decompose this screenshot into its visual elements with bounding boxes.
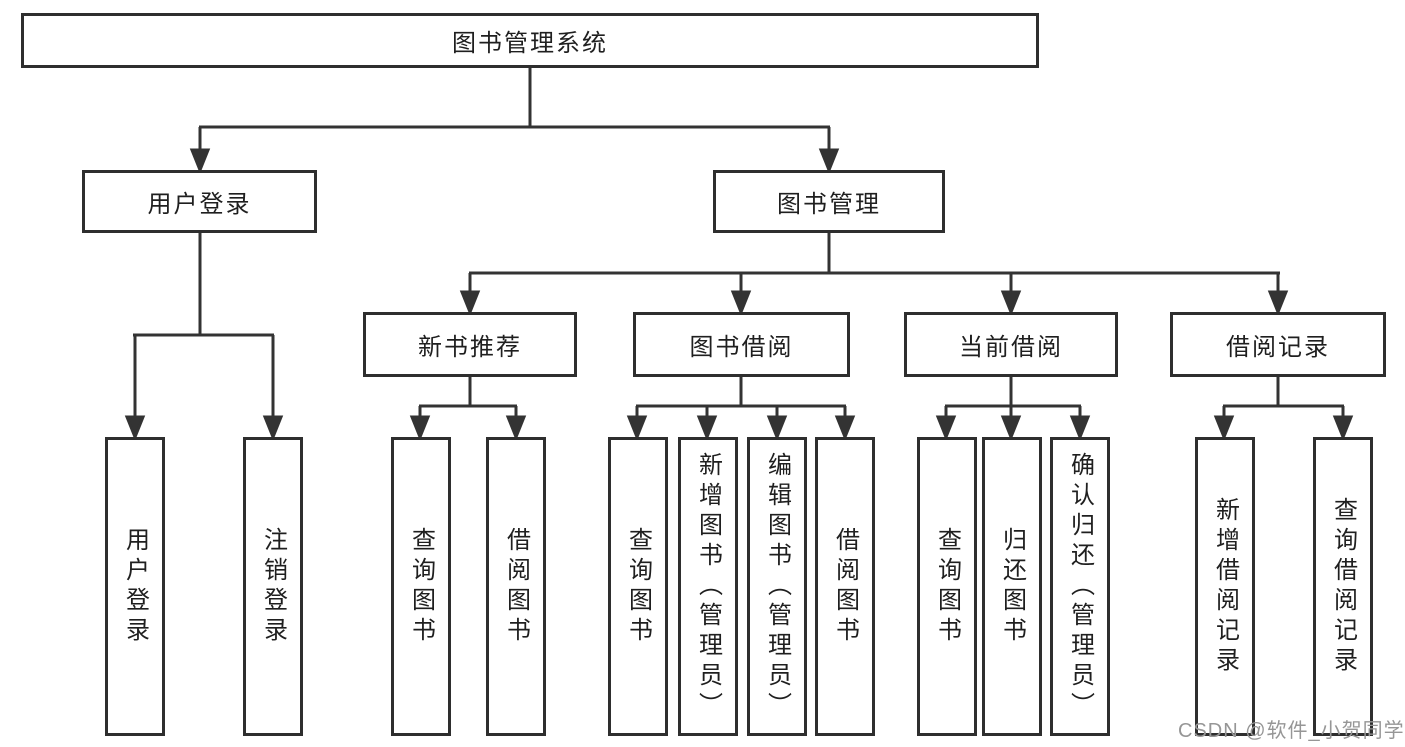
arrowhead-icon bbox=[505, 415, 527, 442]
arrowhead-icon bbox=[1267, 290, 1289, 317]
arrowhead-icon bbox=[409, 415, 431, 442]
arrowhead-icon bbox=[834, 415, 856, 442]
leaf-add-borrow-record: 新增借阅记录 bbox=[1195, 437, 1255, 736]
node-root-system: 图书管理系统 bbox=[21, 13, 1039, 68]
leaf-borrow-books: 借阅图书 bbox=[815, 437, 875, 736]
arrowhead-icon bbox=[1000, 415, 1022, 442]
arrowhead-icon bbox=[766, 415, 788, 442]
connector-book-borrow-to-leaves bbox=[626, 377, 856, 442]
arrowhead-icon bbox=[935, 415, 957, 442]
connector-new-book-to-leaves bbox=[409, 377, 527, 442]
arrowhead-icon bbox=[626, 415, 648, 442]
arrowhead-icon bbox=[818, 148, 840, 175]
arrowhead-icon bbox=[696, 415, 718, 442]
arrowhead-icon bbox=[189, 148, 211, 175]
arrowhead-icon bbox=[1332, 415, 1354, 442]
leaf-add-books-admin: 新增图书（管理员） bbox=[678, 437, 738, 736]
arrowhead-icon bbox=[262, 415, 284, 442]
leaf-user-login: 用户登录 bbox=[105, 437, 165, 736]
leaf-query-books-recommend: 查询图书 bbox=[391, 437, 451, 736]
leaf-confirm-return-admin: 确认归还（管理员） bbox=[1050, 437, 1110, 736]
leaf-return-books: 归还图书 bbox=[982, 437, 1042, 736]
node-new-book-recommend: 新书推荐 bbox=[363, 312, 577, 377]
arrowhead-icon bbox=[1213, 415, 1235, 442]
node-borrow-records: 借阅记录 bbox=[1170, 312, 1386, 377]
connector-user-login-to-leaves bbox=[124, 233, 284, 442]
connector-book-management-to-level3 bbox=[459, 233, 1289, 317]
node-user-login: 用户登录 bbox=[82, 170, 317, 233]
leaf-borrow-books-recommend: 借阅图书 bbox=[486, 437, 546, 736]
connector-borrow-records-to-leaves bbox=[1213, 377, 1354, 442]
leaf-logout: 注销登录 bbox=[243, 437, 303, 736]
leaf-query-books-current: 查询图书 bbox=[917, 437, 977, 736]
arrowhead-icon bbox=[730, 290, 752, 317]
leaf-query-books-borrow: 查询图书 bbox=[608, 437, 668, 736]
node-current-borrow: 当前借阅 bbox=[904, 312, 1118, 377]
csdn-watermark: CSDN @软件_小贺同学 bbox=[1178, 720, 1405, 742]
connector-current-borrow-to-leaves bbox=[935, 377, 1091, 442]
arrowhead-icon bbox=[1000, 290, 1022, 317]
leaf-query-borrow-record: 查询借阅记录 bbox=[1313, 437, 1373, 736]
arrowhead-icon bbox=[1069, 415, 1091, 442]
arrowhead-icon bbox=[459, 290, 481, 317]
arrowhead-icon bbox=[124, 415, 146, 442]
node-book-borrow: 图书借阅 bbox=[633, 312, 850, 377]
leaf-edit-books-admin: 编辑图书（管理员） bbox=[747, 437, 807, 736]
connector-root-to-level2 bbox=[189, 68, 840, 175]
node-book-management: 图书管理 bbox=[713, 170, 945, 233]
